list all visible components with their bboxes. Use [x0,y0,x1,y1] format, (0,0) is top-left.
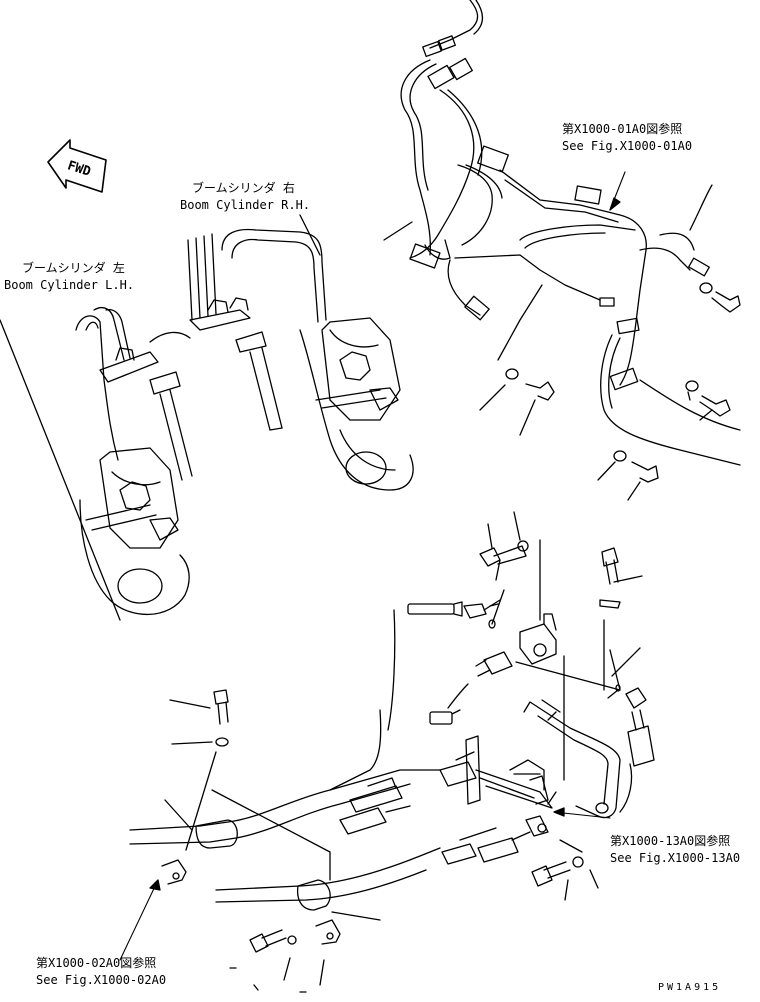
boom-cylinder-lh-label-en: Boom Cylinder L.H. [4,278,134,292]
boom-cylinder-lh [0,306,193,621]
fwd-label: FWD [65,158,92,180]
reference-01-label-jp: 第X1000-01A0図参照 [562,121,682,136]
forward-direction-arrow: FWD [47,139,107,193]
boom-cylinder-rh-label-jp: ブームシリンダ 右 [192,180,295,195]
reference-01-label-en: See Fig.X1000-01A0 [562,139,692,153]
drawing-code: PW1A915 [658,982,721,993]
reference-02-label-jp: 第X1000-02A0図参照 [36,955,156,970]
boom-cylinder-rh-label-en: Boom Cylinder R.H. [180,198,310,212]
reference-02-label-en: See Fig.X1000-02A0 [36,973,166,987]
upper-right-fasteners [479,282,741,501]
labels: ブームシリンダ 右 Boom Cylinder R.H. ブームシリンダ 左 B… [4,121,740,993]
lower-hydraulic-assembly [119,511,655,993]
boom-cylinder-rh [187,214,414,491]
boom-cylinder-lh-label-jp: ブームシリンダ 左 [22,260,125,275]
reference-13-label-en: See Fig.X1000-13A0 [610,851,740,865]
wiring-harness-upper [383,0,741,466]
reference-13-label-jp: 第X1000-13A0図参照 [610,833,730,848]
